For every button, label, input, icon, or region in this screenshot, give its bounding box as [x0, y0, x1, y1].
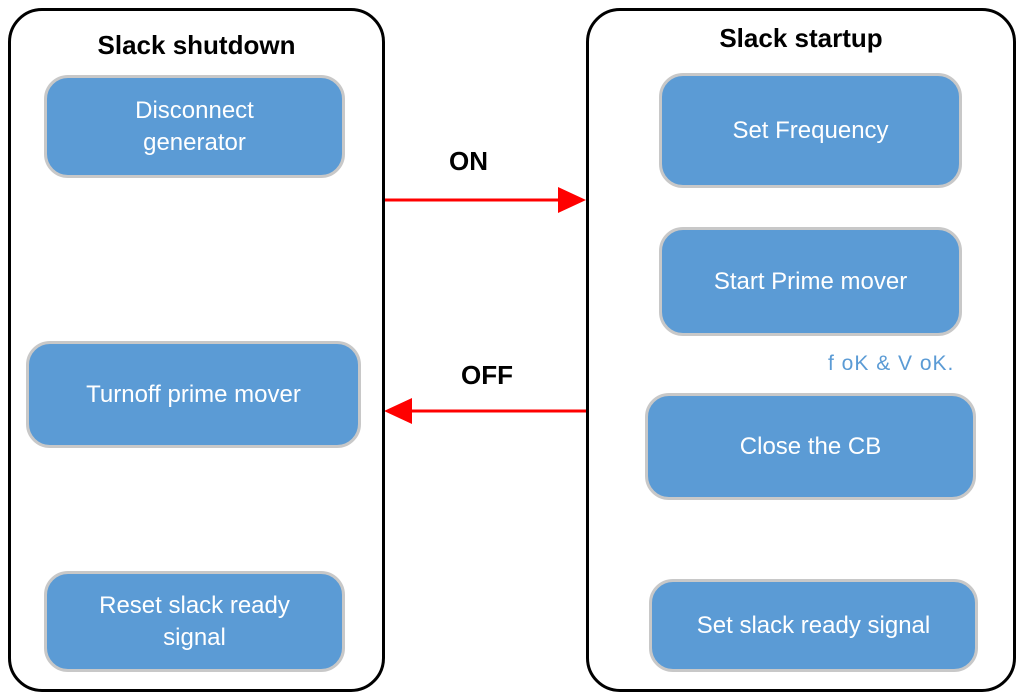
arrow-head [558, 187, 586, 213]
slack-shutdown-title: Slack shutdown [97, 30, 296, 60]
step-set-slack-ready-signal: Set slack ready signal [649, 579, 978, 672]
off-label: OFF [461, 360, 513, 390]
step-turnoff-prime-mover: Turnoff prime mover [26, 341, 361, 448]
step-reset-slack-ready-signal: Reset slack ready signal [44, 571, 345, 672]
on-label: ON [449, 146, 488, 176]
step-disconnect-generator: Disconnect generator [44, 75, 345, 178]
step-start-prime-mover: Start Prime mover [659, 227, 962, 336]
step-close-the-cb: Close the CB [645, 393, 976, 500]
step-set-frequency: Set Frequency [659, 73, 962, 188]
slack-startup-title: Slack startup [719, 23, 883, 53]
arrow-head [384, 398, 412, 424]
condition-label: f oK & V oK. [828, 352, 955, 375]
